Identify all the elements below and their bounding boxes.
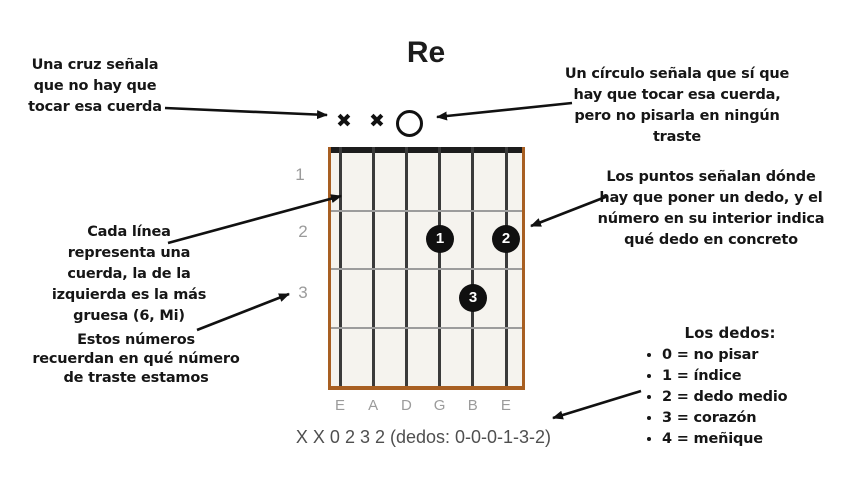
fret-line-3	[331, 327, 522, 329]
annotation-line: Un círculo señala que sí que	[564, 66, 790, 82]
fret-line-2	[331, 268, 522, 270]
finger-dot-3: 3	[459, 284, 487, 312]
finger-dot-2: 2	[492, 225, 520, 253]
annotation-line: representa una	[67, 245, 191, 261]
annotation-line: izquierda es la más	[51, 287, 207, 303]
annotation-cross: Una cruz señala que no hay que tocar esa…	[15, 55, 175, 118]
fingering-caption: X X 0 2 3 2 (dedos: 0-0-0-1-3-2)	[295, 427, 552, 447]
string-2-line	[471, 147, 474, 386]
fret-line-1	[331, 210, 522, 212]
annotation-line: traste	[652, 129, 702, 145]
legend-item: 1 = índice	[662, 366, 820, 387]
arrow-cross-to-x	[164, 106, 328, 120]
annotation-open-circle: Un círculo señala que sí que hay que toc…	[545, 64, 809, 148]
annotation-line: qué dedo en concreto	[624, 232, 798, 248]
fret-number-2: 2	[298, 222, 308, 241]
annotation-line: hay que poner un dedo, y el	[599, 190, 823, 206]
legend-item: 3 = corazón	[662, 408, 820, 429]
annotation-line: que no hay que	[33, 78, 157, 94]
annotation-dots: Los puntos señalan dónde hay que poner u…	[580, 167, 842, 251]
string-name: D	[400, 397, 412, 414]
legend-item: 0 = no pisar	[662, 345, 820, 366]
annotation-line: de traste estamos	[63, 370, 209, 386]
string-5-line	[372, 147, 375, 386]
annotation-line: gruesa (6, Mi)	[73, 308, 185, 324]
annotation-line: número en su interior indica	[597, 211, 825, 227]
legend-item: 4 = meñique	[662, 429, 820, 450]
muted-string-x-icon: ✖	[369, 110, 385, 132]
string-name: E	[334, 397, 345, 414]
muted-string-x-icon: ✖	[336, 110, 352, 132]
annotation-line: tocar esa cuerda	[28, 99, 162, 115]
annotation-frets: Estos números recuerdan en qué número de…	[26, 331, 246, 388]
annotation-line: Estos números	[77, 332, 195, 348]
string-name: B	[467, 397, 478, 414]
chord-diagram: 1 2 3	[328, 147, 525, 390]
annotation-line: Cada línea	[87, 224, 171, 240]
annotation-line: Los puntos señalan dónde	[606, 169, 816, 185]
legend-item: 2 = dedo medio	[662, 387, 820, 408]
string-1-line	[505, 147, 508, 386]
finger-legend-list: 0 = no pisar 1 = índice 2 = dedo medio 3…	[640, 345, 820, 450]
annotation-line: pero no pisarla en ningún	[574, 108, 780, 124]
string-name: E	[500, 397, 511, 414]
finger-dot-1: 1	[426, 225, 454, 253]
open-string-circle-icon	[396, 110, 423, 137]
string-name: G	[433, 397, 446, 414]
finger-legend: Los dedos: 0 = no pisar 1 = índice 2 = d…	[640, 323, 820, 450]
annotation-line: hay que tocar esa cuerda,	[573, 87, 781, 103]
chord-title: Re	[406, 36, 446, 69]
fret-number-3: 3	[298, 283, 308, 302]
string-4-line	[405, 147, 408, 386]
annotation-strings: Cada línea representa una cuerda, la de …	[34, 222, 224, 327]
string-name-row: E A D G B E	[328, 397, 518, 415]
string-3-line	[438, 147, 441, 386]
annotation-line: cuerda, la de la	[67, 266, 191, 282]
string-name: A	[368, 397, 379, 414]
finger-legend-heading: Los dedos:	[684, 324, 776, 342]
annotation-line: recuerdan en qué número	[32, 351, 240, 367]
arrow-legend-to-caption	[552, 389, 642, 420]
nut-bar	[331, 147, 522, 153]
string-6-line	[339, 147, 342, 386]
fret-number-1: 1	[295, 165, 305, 184]
annotation-line: Una cruz señala	[31, 57, 159, 73]
